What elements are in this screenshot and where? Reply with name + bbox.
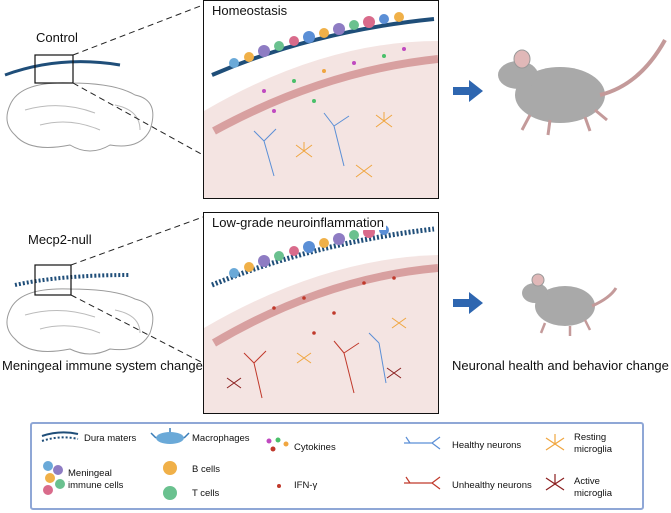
meningeal-cells-legend-icon	[43, 461, 65, 495]
legend-meningeal-label-2: immune cells	[68, 480, 124, 491]
ifn-gamma-dots	[272, 276, 396, 335]
homeostasis-title: Homeostasis	[210, 3, 290, 18]
legend-healthy-neurons-label: Healthy neurons	[452, 440, 522, 451]
neuroinflammation-title: Low-grade neuroinflammation	[210, 215, 386, 230]
legend-ifn-label: IFN-γ	[294, 480, 318, 491]
neuroinflammation-panel: Low-grade neuroinflammation	[203, 212, 439, 414]
legend-b-cells-label: B cells	[192, 464, 220, 475]
healthy-neurons	[368, 332, 387, 384]
legend-active-label-2: microglia	[574, 488, 613, 499]
mecp2-zoom-lines	[70, 216, 204, 364]
neuronal-change-label: Neuronal health and behavior change	[452, 358, 669, 373]
t-cell-legend-icon	[163, 486, 177, 500]
homeostasis-scene	[204, 12, 438, 198]
homeostasis-panel: Homeostasis	[203, 0, 439, 199]
legend-resting-label-2: microglia	[574, 444, 613, 455]
legend-cytokines-label: Cytokines	[294, 442, 336, 453]
legend-resting-label-1: Resting	[574, 432, 607, 443]
legend-t-cells-label: T cells	[192, 488, 220, 499]
unhealthy-neuron-legend-icon	[404, 476, 441, 490]
cytokine-dots	[262, 47, 406, 113]
bottom-arrow-icon	[453, 292, 483, 314]
meningeal-immune-cluster	[229, 12, 404, 68]
control-label: Control	[36, 30, 78, 45]
healthy-neurons	[253, 112, 350, 177]
active-microglia-legend-icon	[545, 474, 565, 491]
legend-dura-label: Dura maters	[84, 433, 137, 444]
unhealthy-neurons	[243, 340, 360, 399]
top-arrow-icon	[453, 80, 483, 102]
meningeal-changed-label: Meningeal immune system changed	[2, 358, 211, 373]
b-cell-legend-icon	[163, 461, 177, 475]
legend-box: Dura maters Meningeal immune cells Macro…	[30, 422, 644, 510]
ifn-gamma-legend-icon	[277, 484, 281, 488]
meningeal-immune-cluster	[229, 225, 389, 278]
mecp2-brain-sketch	[6, 264, 154, 355]
cytokines-legend-icon	[266, 437, 289, 452]
legend-macrophages-label: Macrophages	[192, 433, 250, 444]
control-zoom-lines	[72, 4, 204, 156]
mecp2-label: Mecp2-null	[28, 232, 92, 247]
resting-microglia	[296, 317, 407, 364]
sick-mouse-image	[522, 273, 618, 336]
legend-unhealthy-neurons-label: Unhealthy neurons	[452, 480, 532, 491]
dura-mater-legend-icon	[41, 431, 79, 442]
legend-active-label-1: Active	[574, 476, 600, 487]
legend-meningeal-label-1: Meningeal	[68, 468, 112, 479]
control-brain-sketch	[4, 54, 154, 152]
macrophage-legend-icon	[150, 428, 190, 444]
healthy-mouse-image	[498, 39, 667, 136]
healthy-neuron-legend-icon	[404, 436, 441, 450]
resting-microglia	[295, 112, 393, 178]
active-microglia	[226, 367, 402, 389]
neuroinflammation-scene	[204, 225, 438, 413]
resting-microglia-legend-icon	[545, 434, 565, 451]
